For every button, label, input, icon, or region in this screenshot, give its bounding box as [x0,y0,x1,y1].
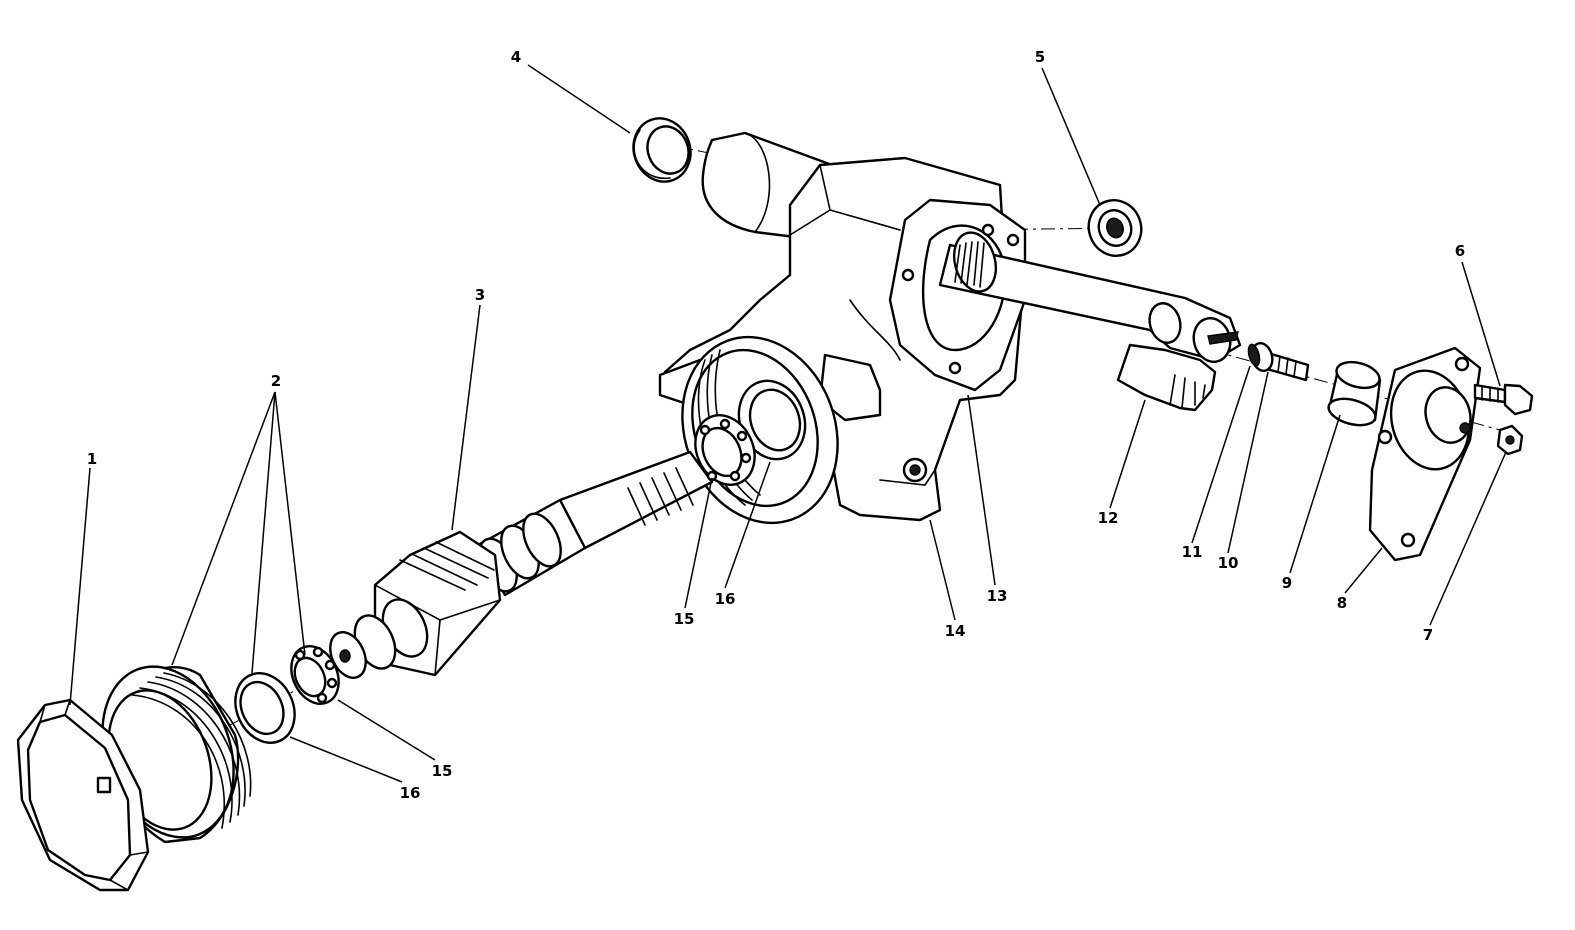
leader-lines [69,64,1507,783]
leader-16b [289,736,403,783]
part-4-oil-seal [632,117,692,183]
leader-16a [724,461,771,589]
callout-12: 12 [1098,509,1119,527]
callout-8: 8 [1337,594,1347,612]
callout-9: 9 [1282,574,1292,592]
leader-15a [684,477,713,609]
part-5-oil-seal [1087,199,1143,257]
sector-shaft [938,231,1242,412]
callout-2: 2 [271,372,281,390]
leader-14 [929,519,956,621]
leader-2a [171,391,276,666]
part-15-bearing-front [290,645,340,705]
leader-1 [69,467,91,706]
leader-7 [1429,451,1507,626]
leader-8 [1344,547,1383,594]
leader-12 [1109,399,1146,509]
leader-2c [274,391,306,656]
leader-2b [251,391,276,674]
part-9-spacer [1327,360,1382,427]
part-10-11-adjuster-screw [1247,342,1310,382]
callout-16-front: 16 [400,784,421,802]
callout-4: 4 [511,48,521,66]
callout-3: 3 [475,286,485,304]
leader-6 [1461,261,1501,387]
part-1-lock-nut [16,698,150,892]
part-8-side-cover [1368,346,1482,562]
callout-16-rear: 16 [715,590,736,608]
callout-14: 14 [945,622,966,640]
leader-11 [1191,365,1251,544]
callout-7: 7 [1423,626,1433,644]
leader-9 [1289,414,1341,574]
callout-10: 10 [1218,554,1239,572]
part-6-bolt [1473,383,1534,416]
part-3-worm-and-ball-nut [329,450,714,679]
part-7-nut [1496,424,1524,456]
part-16-seal-ring-front [234,672,296,744]
leader-13 [967,394,996,586]
callout-labels: 1 2 3 4 5 6 7 8 9 10 11 12 13 14 15 15 1… [87,48,1465,802]
callout-6: 6 [1455,242,1465,260]
part-15-bearing-rear [694,414,756,486]
callout-13: 13 [987,587,1008,605]
callout-5: 5 [1035,48,1045,66]
callout-15-rear: 15 [674,610,695,628]
leader-10 [1227,371,1269,554]
leader-5 [1041,67,1101,206]
leader-4 [527,64,631,134]
leader-15b [337,699,436,761]
callout-15-front: 15 [432,762,453,780]
callout-11: 11 [1182,543,1203,561]
callout-1: 1 [87,450,97,468]
leader-3 [451,304,481,531]
